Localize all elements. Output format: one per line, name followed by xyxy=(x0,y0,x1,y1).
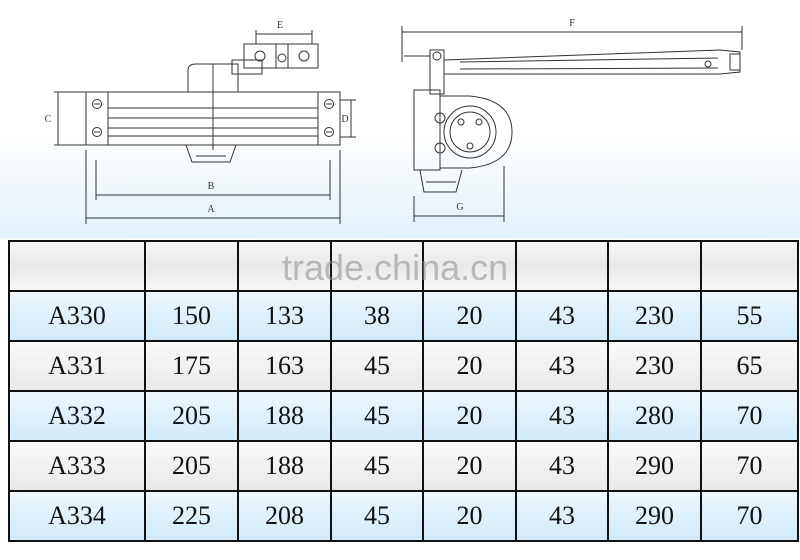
dim-label-g: G xyxy=(456,202,463,213)
header-cell xyxy=(515,240,609,292)
value-cell: 208 xyxy=(237,490,332,542)
drawing-background xyxy=(0,0,800,238)
value-cell: 163 xyxy=(237,340,332,392)
value-cell: 65 xyxy=(700,340,799,392)
value-cell: 290 xyxy=(607,440,702,492)
value-cell: 38 xyxy=(330,290,424,342)
header-cell xyxy=(8,240,146,292)
value-cell: 230 xyxy=(607,340,702,392)
value-cell: 45 xyxy=(330,440,424,492)
header-cell xyxy=(330,240,424,292)
header-cell xyxy=(422,240,517,292)
value-cell: 188 xyxy=(237,440,332,492)
header-cell xyxy=(607,240,702,292)
value-cell: 45 xyxy=(330,340,424,392)
dim-label-e: E xyxy=(277,20,283,31)
value-cell: 280 xyxy=(607,390,702,442)
value-cell: 175 xyxy=(144,340,239,392)
front-view xyxy=(54,30,356,224)
dim-label-c: C xyxy=(45,114,52,125)
dim-label-a: A xyxy=(207,204,215,215)
model-cell: A331 xyxy=(8,340,146,392)
value-cell: 70 xyxy=(700,390,799,442)
value-cell: 20 xyxy=(422,490,517,542)
table-header-row xyxy=(8,240,799,292)
model-cell: A332 xyxy=(8,390,146,442)
value-cell: 188 xyxy=(237,390,332,442)
side-view xyxy=(401,26,743,222)
model-cell: A333 xyxy=(8,440,146,492)
table-row: A331 175 163 45 20 43 230 65 xyxy=(8,340,799,392)
value-cell: 43 xyxy=(515,440,609,492)
header-cell xyxy=(144,240,239,292)
value-cell: 43 xyxy=(515,490,609,542)
header-cell xyxy=(237,240,332,292)
model-cell: A330 xyxy=(8,290,146,342)
value-cell: 55 xyxy=(700,290,799,342)
value-cell: 70 xyxy=(700,490,799,542)
value-cell: 133 xyxy=(237,290,332,342)
table-row: A332 205 188 45 20 43 280 70 xyxy=(8,390,799,442)
table-row: A333 205 188 45 20 43 290 70 xyxy=(8,440,799,492)
value-cell: 43 xyxy=(515,290,609,342)
value-cell: 205 xyxy=(144,440,239,492)
value-cell: 225 xyxy=(144,490,239,542)
value-cell: 45 xyxy=(330,490,424,542)
value-cell: 150 xyxy=(144,290,239,342)
value-cell: 20 xyxy=(422,440,517,492)
dim-label-b: B xyxy=(208,181,215,192)
dim-label-f: F xyxy=(569,18,575,29)
value-cell: 70 xyxy=(700,440,799,492)
value-cell: 290 xyxy=(607,490,702,542)
door-closer-technical-drawing: E C D B A F G xyxy=(45,18,743,224)
value-cell: 20 xyxy=(422,390,517,442)
value-cell: 45 xyxy=(330,390,424,442)
value-cell: 20 xyxy=(422,290,517,342)
value-cell: 43 xyxy=(515,390,609,442)
value-cell: 205 xyxy=(144,390,239,442)
table-row: A330 150 133 38 20 43 230 55 xyxy=(8,290,799,342)
value-cell: 43 xyxy=(515,340,609,392)
value-cell: 230 xyxy=(607,290,702,342)
model-cell: A334 xyxy=(8,490,146,542)
value-cell: 20 xyxy=(422,340,517,392)
arm-bracket xyxy=(243,43,319,69)
spec-table: A330 150 133 38 20 43 230 55 A331 175 16… xyxy=(8,240,799,542)
table-row: A334 225 208 45 20 43 290 70 xyxy=(8,490,799,542)
header-cell xyxy=(700,240,799,292)
dim-label-d: D xyxy=(341,114,348,125)
